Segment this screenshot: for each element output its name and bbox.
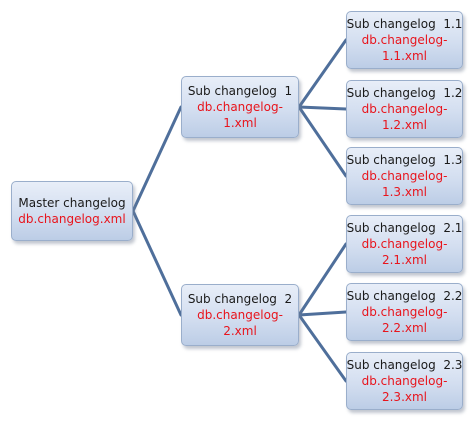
node-file: db.changelog- 1.2.xml xyxy=(362,101,448,133)
node-file: db.changelog- 1.xml xyxy=(197,99,283,131)
sub-changelog-2-node: Sub changelog 2 db.changelog- 2.xml xyxy=(181,284,299,346)
node-file-line: db.changelog- xyxy=(197,308,283,322)
node-file-line: db.changelog- xyxy=(361,305,448,319)
connector-sub2-sub23 xyxy=(297,313,348,383)
node-file-line: 2.2.xml xyxy=(381,321,428,335)
node-file-line: 1.xml xyxy=(223,116,257,130)
node-file-line: 2.xml xyxy=(223,324,257,338)
node-title: Sub changelog 2 xyxy=(187,292,293,306)
node-file: db.changelog- 1.3.xml xyxy=(362,168,448,200)
node-title: Sub changelog 1.3 xyxy=(346,153,463,167)
node-file: db.changelog- 2.1.xml xyxy=(362,236,448,268)
node-file-line: 1.1.xml xyxy=(381,49,428,63)
node-title: Master changelog xyxy=(18,196,126,210)
node-file: db.changelog- 2.2.xml xyxy=(362,304,448,336)
node-title: Sub changelog 1 xyxy=(187,84,293,98)
node-file-line: 2.1.xml xyxy=(381,253,428,267)
node-file-line: db.changelog- xyxy=(361,237,448,251)
node-title: Sub changelog 2.1 xyxy=(346,221,463,235)
node-file-line: db.changelog- xyxy=(361,374,448,388)
node-file-line: db.changelog- xyxy=(197,100,283,114)
node-file-line: 1.2.xml xyxy=(381,118,428,132)
sub-changelog-1-1-node: Sub changelog 1.1 db.changelog- 1.1.xml xyxy=(346,11,463,69)
connector-sub1-sub13 xyxy=(297,105,348,178)
sub-changelog-1-3-node: Sub changelog 1.3 db.changelog- 1.3.xml xyxy=(346,147,463,205)
connector-sub1-sub12 xyxy=(297,105,348,111)
sub-changelog-2-2-node: Sub changelog 2.2 db.changelog- 2.2.xml xyxy=(346,283,463,341)
node-file: db.changelog- 2.xml xyxy=(197,307,283,339)
node-file-line: 2.3.xml xyxy=(381,390,428,404)
node-title: Sub changelog 2.2 xyxy=(346,289,463,303)
node-file-line: db.changelog- xyxy=(361,169,448,183)
node-title: Sub changelog 1.1 xyxy=(346,17,463,31)
node-file-line: db.changelog.xml xyxy=(18,212,126,226)
connector-master-sub1 xyxy=(131,105,183,213)
sub-changelog-1-2-node: Sub changelog 1.2 db.changelog- 1.2.xml xyxy=(346,80,463,138)
node-title: Sub changelog 2.3 xyxy=(346,358,463,372)
master-changelog-node: Master changelog db.changelog.xml xyxy=(11,181,133,241)
node-file: db.changelog- 1.1.xml xyxy=(362,32,448,64)
node-title: Sub changelog 1.2 xyxy=(346,86,463,100)
connector-master-sub2 xyxy=(131,209,183,317)
connector-sub2-sub21 xyxy=(297,242,348,317)
node-file-line: db.changelog- xyxy=(361,102,448,116)
node-file: db.changelog- 2.3.xml xyxy=(362,373,448,405)
connector-sub1-sub11 xyxy=(297,38,348,109)
connector-sub2-sub22 xyxy=(297,310,348,317)
sub-changelog-2-1-node: Sub changelog 2.1 db.changelog- 2.1.xml xyxy=(346,215,463,273)
sub-changelog-1-node: Sub changelog 1 db.changelog- 1.xml xyxy=(181,76,299,138)
node-file-line: 1.3.xml xyxy=(381,185,428,199)
node-file: db.changelog.xml xyxy=(18,211,125,227)
sub-changelog-2-3-node: Sub changelog 2.3 db.changelog- 2.3.xml xyxy=(346,352,463,410)
node-file-line: db.changelog- xyxy=(361,33,448,47)
